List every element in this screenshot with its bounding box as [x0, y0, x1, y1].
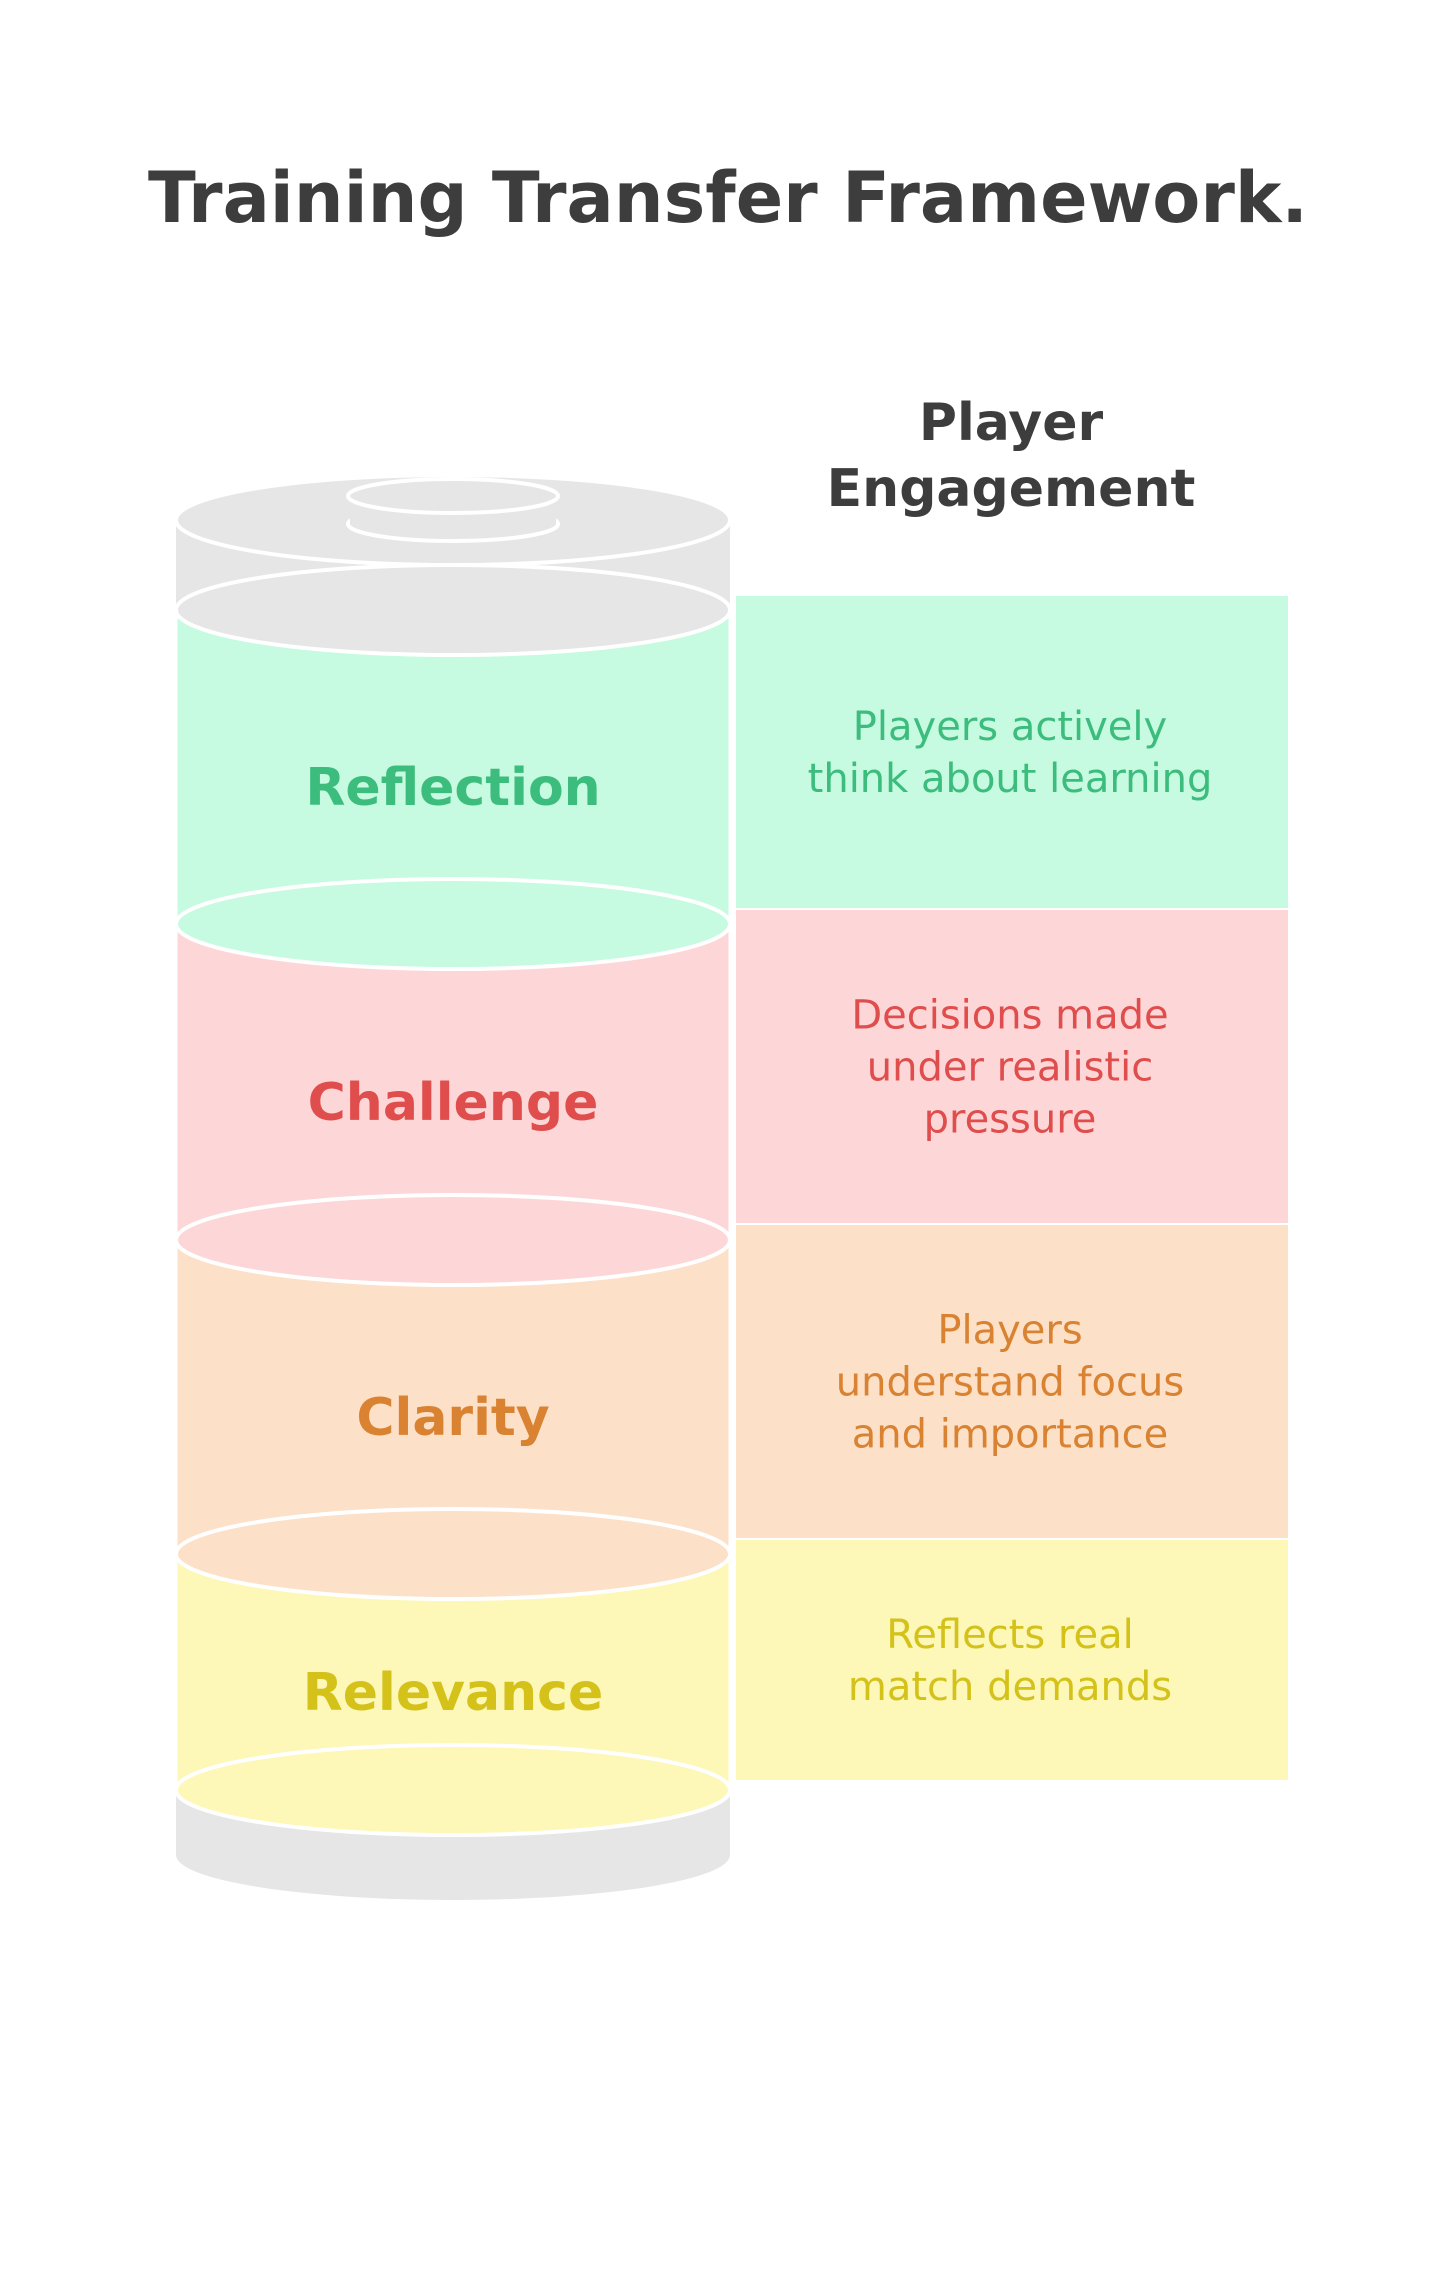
battery-terminal [346, 477, 560, 543]
layer-reflection-label: Reflection [305, 758, 600, 818]
layer-clarity-body [176, 1240, 730, 1554]
layer-relevance-label: Relevance [303, 1663, 604, 1723]
layer-challenge-label: Challenge [308, 1073, 599, 1133]
layer-relevance-bottom-arc [174, 1743, 732, 1837]
panel-clarity: Players understand focus and importance [736, 1225, 1288, 1538]
panel-reflection-line-1: Players actively [853, 704, 1167, 750]
layer-clarity: Clarity [174, 1240, 732, 1601]
layer-reflection: Reflection [174, 610, 732, 971]
layer-reflection-body [176, 610, 730, 924]
panel-clarity-line-1: Players [937, 1308, 1082, 1354]
panel-relevance-line-1: Reflects real [886, 1612, 1133, 1658]
battery-top-cap [174, 473, 732, 657]
diagram-title: Training Transfer Framework. [148, 157, 1308, 239]
panel-relevance-line-2: match demands [848, 1664, 1172, 1710]
panel-clarity-line-3: and importance [852, 1412, 1169, 1458]
panel-clarity-line-2: understand focus [836, 1360, 1184, 1406]
layer-clarity-label: Clarity [356, 1388, 549, 1448]
panel-challenge: Decisions made under realistic pressure [736, 910, 1288, 1223]
panel-reflection-box [736, 596, 1288, 908]
layer-relevance: Relevance [174, 1554, 732, 1837]
layer-challenge-bottom-arc [174, 1193, 732, 1287]
battery-layers: Relevance Clarity Challenge Reflection [174, 610, 732, 1837]
panel-challenge-box [736, 910, 1288, 1223]
engagement-panels: Players actively think about learningDeci… [736, 596, 1288, 1780]
engagement-header: Player Engagement [827, 393, 1196, 519]
panel-challenge-line-2: under realistic [867, 1045, 1153, 1091]
panel-relevance-box [736, 1540, 1288, 1780]
panel-clarity-box [736, 1225, 1288, 1538]
layer-challenge-body [176, 924, 730, 1240]
panel-reflection: Players actively think about learning [736, 596, 1288, 908]
engagement-header-line-2: Engagement [827, 459, 1196, 519]
layer-clarity-bottom-arc [174, 1507, 732, 1601]
engagement-header-line-1: Player [919, 393, 1104, 453]
panel-reflection-line-2: think about learning [808, 756, 1213, 802]
panel-challenge-line-1: Decisions made [851, 993, 1168, 1039]
layer-challenge: Challenge [174, 924, 732, 1287]
panel-relevance: Reflects real match demands [736, 1540, 1288, 1780]
layer-reflection-bottom-arc [174, 877, 732, 971]
panel-challenge-line-3: pressure [924, 1097, 1097, 1143]
